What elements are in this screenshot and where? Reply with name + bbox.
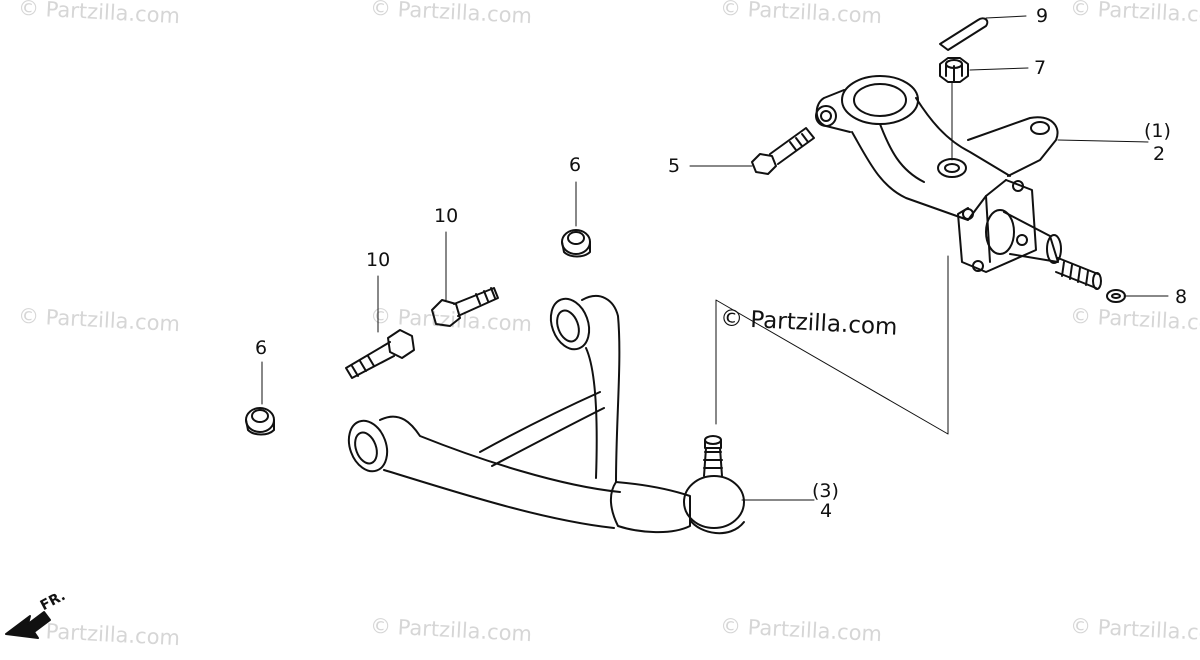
knuckle-assembly [815, 75, 1102, 290]
callout-8: 8 [1175, 286, 1188, 308]
callout-10-upper: 10 [434, 205, 459, 227]
callout-10-lower: 10 [366, 249, 391, 271]
bolt-5 [751, 127, 815, 175]
cotter-pin [939, 17, 989, 51]
callout-5: 5 [668, 155, 681, 177]
callout-9: 9 [1036, 5, 1049, 27]
washer-8 [1106, 289, 1126, 303]
bolt-10-upper [431, 287, 499, 327]
callout-1: (1) [1144, 120, 1171, 142]
callout-3: (3) [812, 480, 839, 502]
lower-a-arm [347, 295, 745, 535]
callout-7: 7 [1034, 57, 1047, 79]
callout-4: 4 [820, 500, 833, 522]
castle-nut [939, 57, 969, 83]
callout-6-lower: 6 [255, 337, 268, 359]
callout-2: 2 [1153, 143, 1166, 165]
callout-6-upper: 6 [569, 154, 582, 176]
bolt-10-lower [345, 329, 415, 379]
flange-nut-lower [245, 407, 275, 436]
leader-lines [261, 15, 1169, 501]
front-direction-arrow [5, 611, 51, 639]
flange-nut-upper [561, 229, 591, 258]
